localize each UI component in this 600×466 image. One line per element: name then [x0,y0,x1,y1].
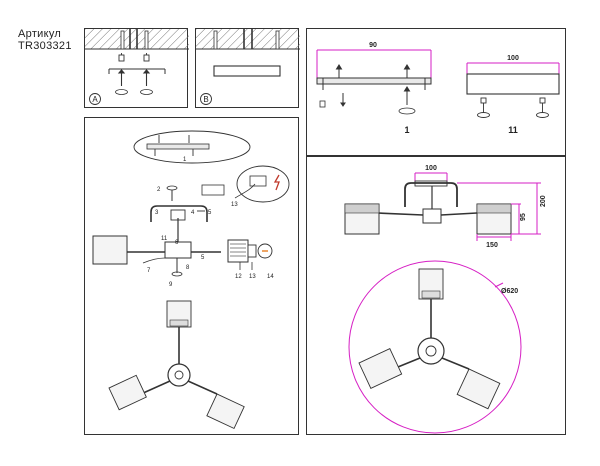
left-shade [92,235,128,265]
right-lampholder [227,239,249,263]
assembly-callout-12: 12 [235,274,242,280]
badge-b [200,93,212,105]
assembly-callout-7: 7 [147,268,151,274]
assembly-callout-4: 4 [191,210,195,216]
front-center-body [422,208,442,224]
screwdriver-rotation-icon [398,107,416,115]
assembly-callout-10: 13 [231,202,238,208]
assembly-callout-5b: 5 [201,255,205,261]
top-view-fixture [108,300,245,430]
front-arm-frame [404,182,458,207]
mount-a-drawing: A [85,29,189,105]
assembly-callout-11: 11 [161,236,168,242]
badge-a [89,93,101,105]
screw-icon [117,69,151,86]
ceiling-hatch [196,29,300,49]
anchor-hole-left [120,30,125,50]
canopy-width-dim: 100 [507,55,519,62]
bracket-callout: 1 [404,125,409,135]
mount-panel-a: A [84,28,189,108]
article-header: Артикул TR303321 [18,28,72,52]
shade-height-dim: 95 [520,213,527,221]
article-number: TR303321 [18,40,72,52]
assembly-drawing: 1 13 2 3 4 5 11 6 7 8 5 9 [92,130,290,430]
assembly-callout-5: 5 [208,210,212,216]
assembly-callout-9: 9 [169,282,173,288]
mount-b-drawing: B [196,29,300,105]
canopy-screw-icon [477,97,549,118]
mounting-bracket [316,77,432,85]
article-label: Артикул [18,28,62,40]
dowel-icon [118,53,150,62]
bracket-screw-icon [154,135,194,156]
voltage-warning-icon [273,174,280,191]
assembly-panel: 1 13 2 3 4 5 11 6 7 8 5 9 [84,117,299,435]
assembly-callout-6: 6 [175,240,179,246]
bracket-screw-icon [322,64,426,107]
screwdriver-rotation-icon [115,89,153,95]
shade-width-dim: 150 [486,242,498,249]
assembly-callout-14: 14 [267,274,274,280]
bracket-canopy-drawing: 90 1 100 11 [316,42,560,135]
assembly-callout-8: 8 [186,265,190,271]
bracket-width-dim: 90 [369,42,377,49]
assembly-callout-1: 1 [183,157,187,163]
assembly-callout-3: 3 [155,210,159,216]
mounting-plate [213,65,281,77]
badge-a-label: A [92,95,98,104]
top-view-fixture [358,268,501,410]
anchor-hole-right [144,30,149,50]
diameter-dim: Ø620 [501,288,518,295]
terminal-block [201,184,225,196]
assembly-callout-13: 13 [249,274,256,280]
bracket-canopy-panel: 90 1 100 11 [306,28,566,156]
dimensions-panel: 100 200 95 150 Ø620 [306,156,566,435]
canopy [466,73,560,95]
dimensions-drawing: 100 200 95 150 Ø620 [344,165,547,434]
mount-panel-b: B [195,28,300,108]
dowel-icon [319,100,326,108]
assembly-callout-2: 2 [157,187,161,193]
diameter-circle [348,260,522,434]
badge-b-label: B [203,95,208,104]
height-total-dim: 200 [540,195,547,207]
upper-arm [150,205,208,222]
top-width-dim: 100 [425,165,437,172]
canopy-callout: 11 [508,125,518,135]
